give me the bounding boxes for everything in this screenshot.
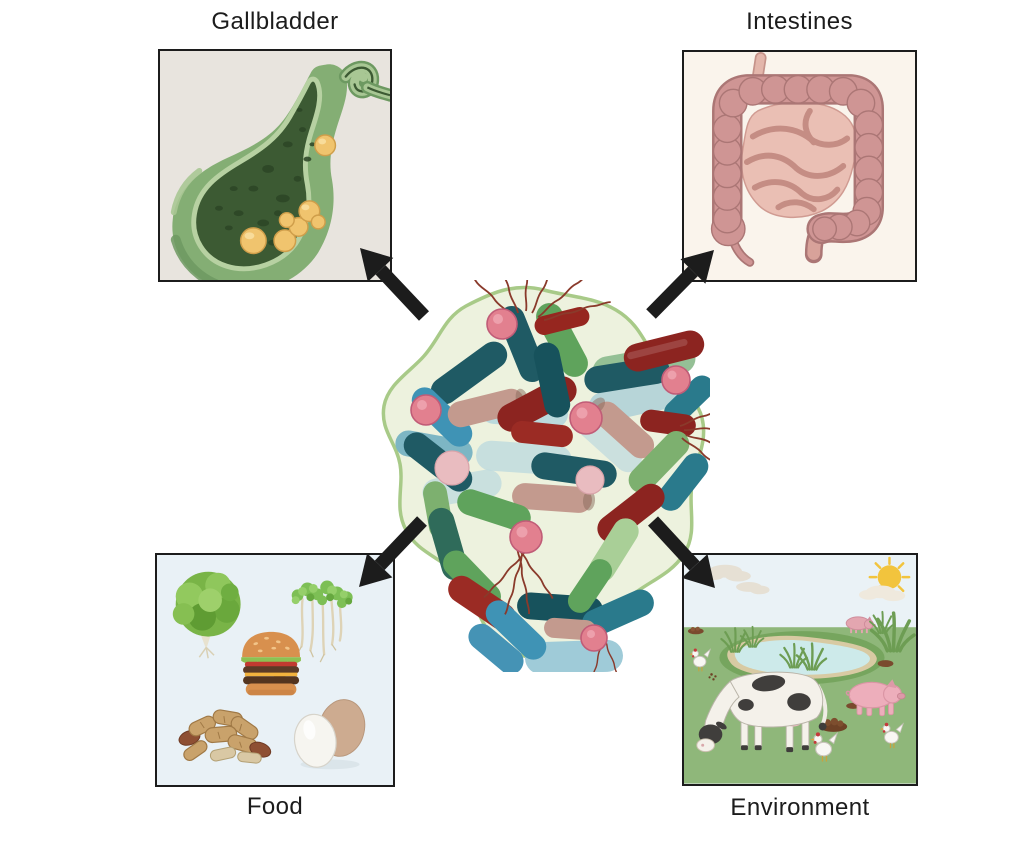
small-intestine-coils: [743, 108, 851, 213]
intestines-illustration: [710, 52, 885, 267]
pig: [845, 679, 906, 717]
eggs: [293, 699, 366, 770]
gallbladder-illustration: [170, 60, 390, 280]
bacteria-cocci: [410, 308, 691, 652]
peanuts: [178, 709, 272, 764]
gallbladder-label: Gallbladder: [211, 8, 339, 35]
bacteria-rods: [403, 303, 710, 672]
intestines-box: [682, 50, 917, 282]
sprouts: [291, 580, 353, 663]
environment-label: Environment: [730, 794, 870, 821]
environment-illustration: [684, 555, 916, 784]
food-box: [155, 553, 395, 787]
colon-haustra: [710, 74, 884, 247]
gallbladder-box: [158, 49, 392, 282]
cow: [696, 671, 828, 753]
cloud-near-sun: [858, 585, 906, 602]
bacteria-cluster-illustration: [381, 280, 710, 672]
food-illustration: [172, 571, 366, 770]
hamburger: [241, 631, 301, 696]
clouds: [702, 564, 770, 595]
intestines-label: Intestines: [746, 8, 853, 35]
pond-water: [734, 640, 870, 675]
food-label: Food: [246, 793, 304, 820]
lettuce: [172, 571, 241, 659]
environment-box: [682, 553, 918, 786]
